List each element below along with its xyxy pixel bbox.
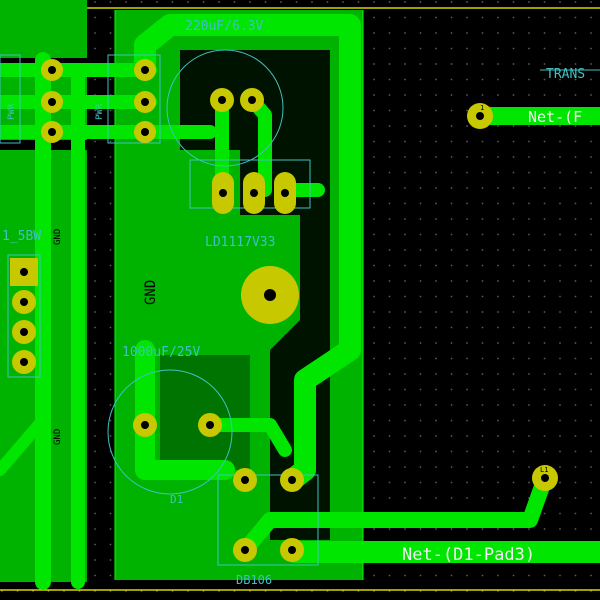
drill bbox=[248, 96, 256, 104]
drill bbox=[206, 421, 214, 429]
drill bbox=[250, 189, 258, 197]
drill bbox=[241, 546, 249, 554]
silk-cap-1000uf bbox=[107, 369, 233, 495]
copper-traces[interactable] bbox=[0, 14, 600, 590]
label-gnd-vertical: GND bbox=[143, 280, 159, 305]
clearance-region-2 bbox=[160, 355, 250, 470]
drill bbox=[141, 421, 149, 429]
label-cap-1000uf: 1000uF/25V bbox=[122, 345, 200, 360]
trace-top-loop[interactable] bbox=[134, 14, 361, 491]
drill bbox=[219, 189, 227, 197]
drill bbox=[48, 128, 56, 136]
silk-pwr-1 bbox=[0, 54, 21, 144]
label-gnd-small-2: GND bbox=[53, 429, 63, 445]
drill bbox=[20, 358, 28, 366]
drill bbox=[281, 189, 289, 197]
drill bbox=[48, 66, 56, 74]
label-gnd-small-1: GND bbox=[53, 229, 63, 245]
drill bbox=[20, 298, 28, 306]
label-l1: L1 bbox=[540, 466, 548, 474]
drill bbox=[288, 546, 296, 554]
drill bbox=[476, 112, 484, 120]
regulator-pads[interactable] bbox=[212, 172, 296, 214]
label-pwr-1: PWR bbox=[7, 103, 17, 120]
silk-bridge bbox=[217, 474, 319, 566]
pwr-header-pads[interactable] bbox=[41, 59, 156, 143]
trace-diagonal-left[interactable] bbox=[0, 414, 49, 476]
trace-cap-plus[interactable] bbox=[203, 418, 292, 457]
trace-l1-bridge[interactable] bbox=[237, 470, 553, 558]
label-regulator: LD1117V33 bbox=[205, 235, 275, 250]
clearance-region-1 bbox=[180, 50, 330, 540]
label-bridge: DB106 bbox=[236, 573, 272, 587]
label-d1: D1 bbox=[170, 493, 183, 506]
mounting-hole-drill bbox=[264, 289, 276, 301]
label-pad-2: 2 bbox=[289, 547, 293, 555]
drill bbox=[141, 66, 149, 74]
label-net-d1-pad3: Net-(D1-Pad3) bbox=[402, 545, 535, 565]
drill bbox=[218, 96, 226, 104]
label-net-f: Net-(F bbox=[528, 108, 582, 126]
drill bbox=[541, 474, 549, 482]
silk-cap-220uf bbox=[166, 49, 284, 167]
connector-pads[interactable] bbox=[10, 258, 38, 374]
drill bbox=[141, 128, 149, 136]
drill bbox=[241, 476, 249, 484]
drill bbox=[48, 98, 56, 106]
label-transformer: TRANS bbox=[546, 67, 585, 82]
trace-cap-bottom[interactable] bbox=[135, 415, 235, 480]
label-cap-220uf: 220uF/6.3V bbox=[185, 19, 263, 34]
label-pwr-2: PWR bbox=[95, 103, 105, 120]
silkscreen bbox=[0, 49, 600, 566]
drill bbox=[141, 98, 149, 106]
silk-pwr-2 bbox=[107, 54, 161, 144]
drill bbox=[20, 268, 28, 276]
drill bbox=[20, 328, 28, 336]
label-resistor: 1_5BW bbox=[2, 229, 41, 244]
silk-connector bbox=[7, 254, 41, 378]
drill bbox=[288, 476, 296, 484]
label-pad-1: 1 bbox=[480, 104, 484, 112]
